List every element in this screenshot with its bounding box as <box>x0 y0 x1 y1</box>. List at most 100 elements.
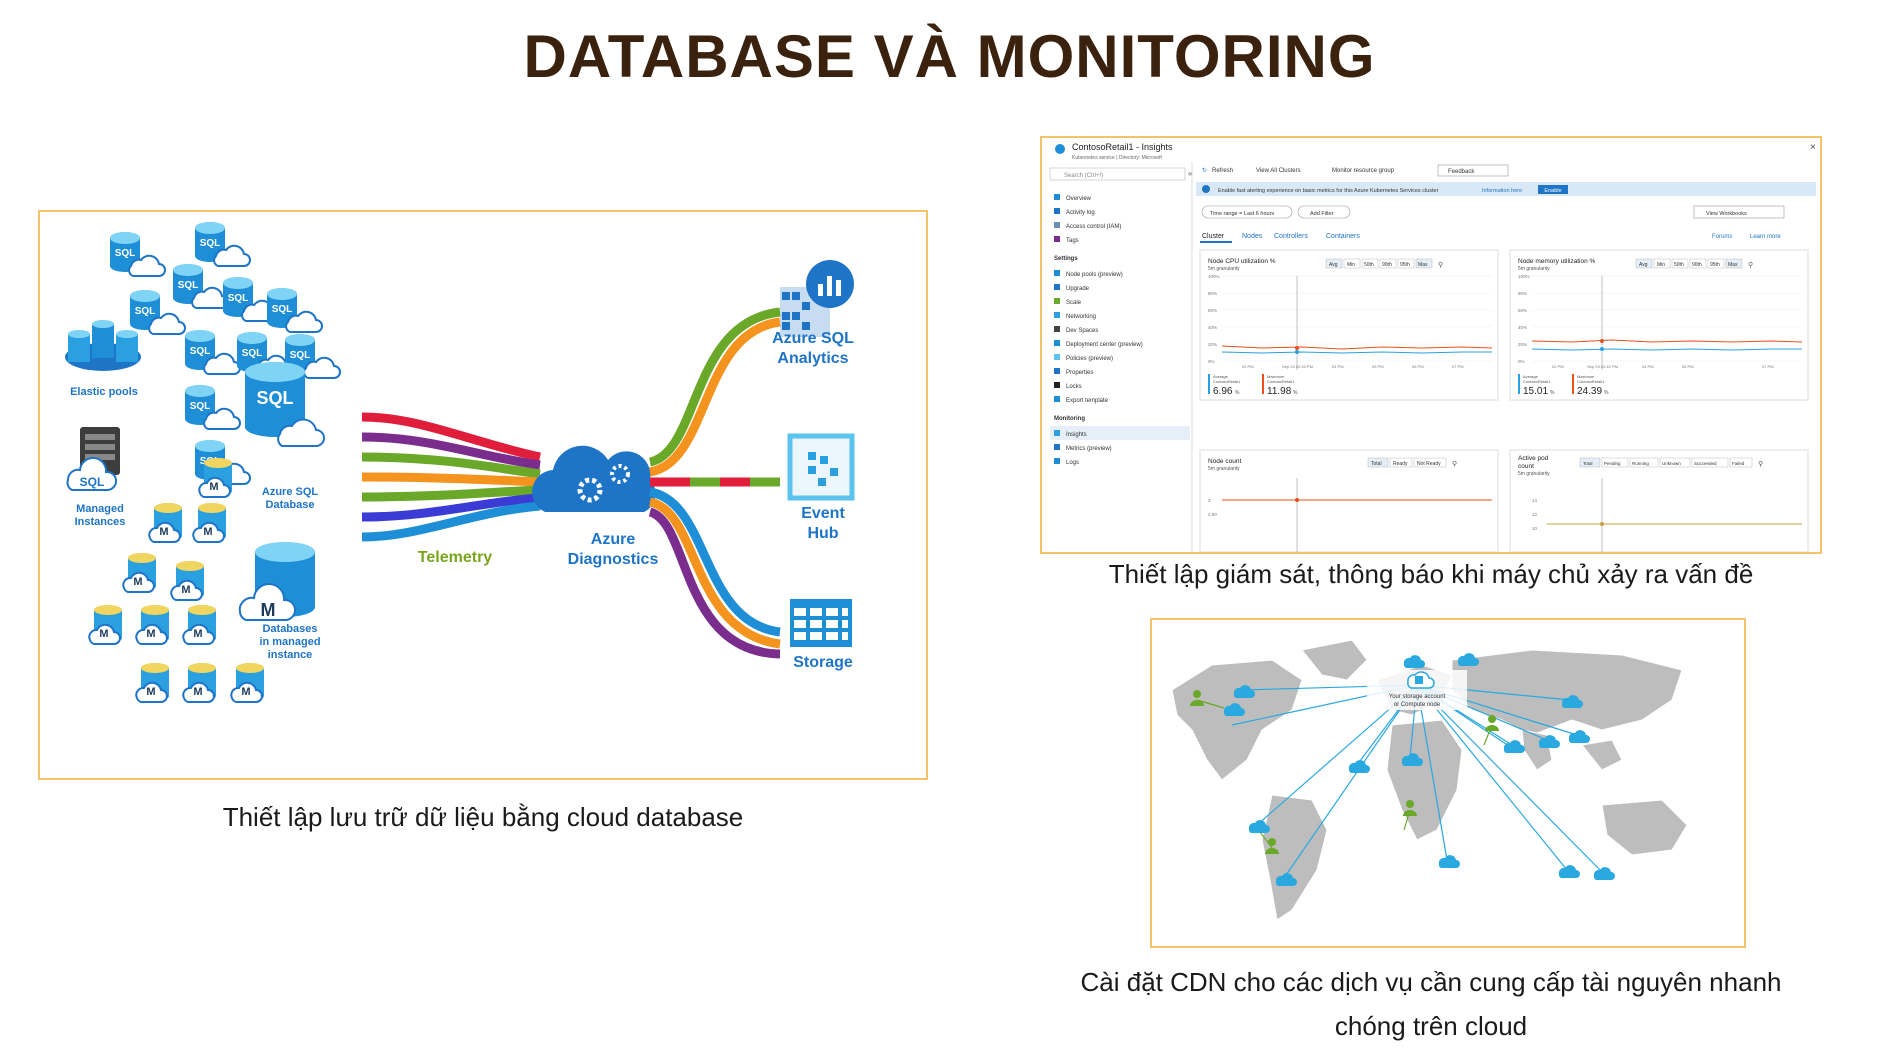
svg-text:60%: 60% <box>1518 308 1527 313</box>
pin-icon[interactable]: ⚲ <box>1438 261 1443 269</box>
svg-text:SQL: SQL <box>190 346 211 357</box>
monitor-resource-group-button[interactable]: Monitor resource group <box>1332 168 1395 174</box>
mem-avg-button[interactable] <box>1635 258 1653 269</box>
sidebar-item-access-control[interactable]: Access control (IAM) <box>1054 222 1121 230</box>
refresh-button[interactable]: ↻Refresh <box>1202 167 1233 174</box>
tab-nodes[interactable]: Nodes <box>1242 233 1263 240</box>
svg-text:100%: 100% <box>1208 274 1220 279</box>
svg-text:Activity log: Activity log <box>1066 210 1095 216</box>
cpu-50th-button[interactable] <box>1361 258 1379 269</box>
sidebar-item-networking[interactable]: Networking <box>1054 312 1096 320</box>
pin-icon[interactable]: ⚲ <box>1452 460 1457 468</box>
pin-icon[interactable]: ⚲ <box>1758 460 1763 468</box>
time-range-filter[interactable] <box>1201 205 1293 219</box>
svg-text:5m granularity: 5m granularity <box>1518 471 1550 477</box>
search-input[interactable] <box>1049 167 1186 181</box>
sidebar-item-node-pools[interactable]: Node pools (preview) <box>1054 270 1123 278</box>
svg-text:04 PM: 04 PM <box>1332 364 1344 369</box>
active-pod-card: Active pod count 5m granularity Total Pe… <box>1509 449 1809 552</box>
add-filter-button[interactable] <box>1297 205 1351 219</box>
svg-text:ContosoRetail1: ContosoRetail1 <box>1577 379 1605 384</box>
svg-text:Time range = Last 6 hours: Time range = Last 6 hours <box>1210 211 1274 217</box>
sidebar-item-locks[interactable]: Locks <box>1054 382 1082 390</box>
sidebar-item-policies[interactable]: Policies (preview) <box>1054 354 1113 362</box>
svg-text:80%: 80% <box>1518 291 1527 296</box>
information-link[interactable]: Information here <box>1482 188 1522 194</box>
sidebar-item-insights[interactable]: Insights <box>1054 430 1087 438</box>
managed-instances-icon: SQL <box>66 427 120 491</box>
pod-unknown-button[interactable] <box>1659 457 1691 468</box>
svg-text:SQL: SQL <box>80 475 105 489</box>
svg-text:%: % <box>1550 390 1555 396</box>
svg-text:12: 12 <box>1532 512 1538 517</box>
svg-text:SQL: SQL <box>256 388 293 408</box>
svg-text:Not Ready: Not Ready <box>1417 461 1441 467</box>
svg-text:Add Filter: Add Filter <box>1310 211 1334 217</box>
svg-text:50th: 50th <box>1364 262 1374 268</box>
svg-text:M: M <box>193 686 202 698</box>
tab-containers[interactable]: Containers <box>1326 233 1360 240</box>
cpu-max-button[interactable] <box>1415 258 1433 269</box>
mem-95th-button[interactable] <box>1707 258 1725 269</box>
sidebar-item-activity-log[interactable]: Activity log <box>1054 208 1095 216</box>
svg-text:Min: Min <box>1657 262 1665 268</box>
node-not-ready-button[interactable] <box>1413 457 1447 468</box>
svg-text:Locks: Locks <box>1066 384 1082 390</box>
svg-text:80%: 80% <box>1208 291 1217 296</box>
feedback-button[interactable]: Feedback <box>1437 164 1509 177</box>
tab-controllers[interactable]: Controllers <box>1274 233 1308 240</box>
collapse-icon[interactable]: « <box>1188 169 1193 178</box>
close-icon[interactable]: × <box>1810 142 1816 153</box>
sidebar-item-scale[interactable]: Scale <box>1054 298 1082 306</box>
forums-link[interactable]: Forums <box>1712 234 1732 240</box>
svg-text:0%: 0% <box>1208 359 1215 364</box>
sidebar-item-tags[interactable]: Tags <box>1054 236 1079 244</box>
node-ready-button[interactable] <box>1389 457 1413 468</box>
svg-text:Search (Ctrl+/): Search (Ctrl+/) <box>1064 173 1103 179</box>
pod-succeeded-button[interactable] <box>1691 457 1729 468</box>
cpu-min-button[interactable] <box>1343 258 1361 269</box>
svg-text:Refresh: Refresh <box>1212 168 1233 174</box>
tab-cluster[interactable]: Cluster <box>1202 233 1225 240</box>
svg-text:Sep 03 02:40 PM: Sep 03 02:40 PM <box>1282 364 1313 369</box>
sidebar-item-logs[interactable]: Logs <box>1054 458 1079 466</box>
pod-pending-button[interactable] <box>1601 457 1629 468</box>
node-total-button[interactable] <box>1367 457 1389 468</box>
learn-more-link[interactable]: Learn more <box>1750 234 1781 240</box>
svg-text:M: M <box>261 600 276 620</box>
sidebar-item-deployment-center[interactable]: Deployment center (preview) <box>1054 340 1143 348</box>
svg-text:Upgrade: Upgrade <box>1066 286 1090 292</box>
cpu-avg-button[interactable] <box>1325 258 1343 269</box>
sidebar-item-metrics[interactable]: Metrics (preview) <box>1054 444 1112 452</box>
cdn-caption: Cài đặt CDN cho các dịch vụ cần cung cấp… <box>1040 960 1822 1048</box>
svg-text:Node count: Node count <box>1208 458 1241 465</box>
memory-utilization-card: Node memory utilization % 5m granularity… <box>1509 249 1809 401</box>
svg-text:Enable fast alerting experienc: Enable fast alerting experience on basic… <box>1218 188 1439 194</box>
sidebar-item-dev-spaces[interactable]: Dev Spaces <box>1054 326 1098 334</box>
pin-icon[interactable]: ⚲ <box>1748 261 1753 269</box>
svg-text:Total: Total <box>1583 461 1593 466</box>
mem-50th-button[interactable] <box>1671 258 1689 269</box>
azure-sql-analytics-icon <box>780 260 854 337</box>
sidebar-item-upgrade[interactable]: Upgrade <box>1054 284 1090 292</box>
view-all-clusters-button[interactable]: View All Clusters <box>1256 168 1301 174</box>
sidebar-item-properties[interactable]: Properties <box>1054 368 1093 376</box>
pod-running-button[interactable] <box>1629 457 1659 468</box>
cpu-90th-button[interactable] <box>1379 258 1397 269</box>
mem-90th-button[interactable] <box>1689 258 1707 269</box>
enable-button[interactable] <box>1538 185 1568 194</box>
pod-failed-button[interactable] <box>1729 457 1753 468</box>
svg-text:90th: 90th <box>1382 262 1392 268</box>
svg-text:%: % <box>1293 390 1298 396</box>
mem-min-button[interactable] <box>1653 258 1671 269</box>
svg-text:Node pools (preview): Node pools (preview) <box>1066 272 1123 278</box>
svg-text:Tags: Tags <box>1066 238 1079 244</box>
view-workbooks-dropdown[interactable] <box>1693 205 1785 219</box>
sidebar-item-overview[interactable]: Overview <box>1054 194 1092 202</box>
mem-max-button[interactable] <box>1725 258 1743 269</box>
svg-text:20%: 20% <box>1518 342 1527 347</box>
cpu-95th-button[interactable] <box>1397 258 1415 269</box>
svg-text:Scale: Scale <box>1066 300 1082 306</box>
sidebar-item-export-template[interactable]: Export template <box>1054 396 1109 404</box>
pod-total-button[interactable] <box>1579 457 1601 468</box>
